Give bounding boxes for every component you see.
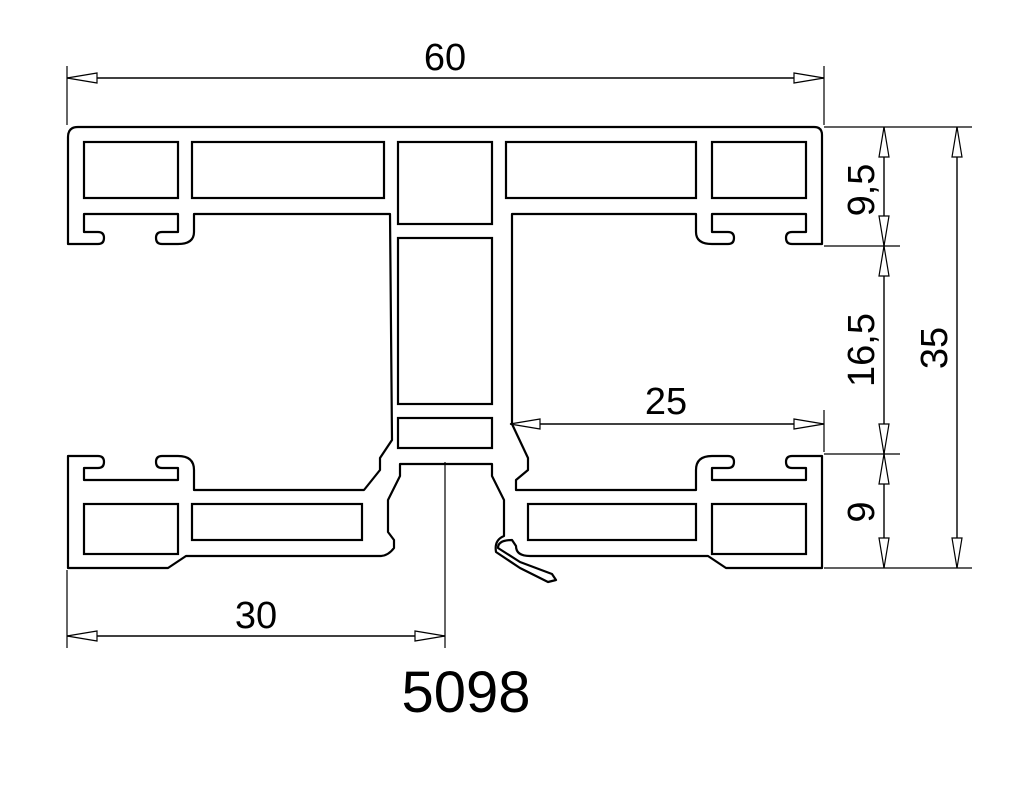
dimension-half-width: 30 [66,462,446,648]
top-chamber-3 [396,140,494,226]
bottom-chamber-2 [190,502,364,542]
bottom-chamber-3 [526,502,698,542]
top-chamber-2 [190,140,386,200]
dim-label-overall-height: 35 [914,327,956,369]
dim-label-inner-span: 25 [645,381,687,423]
arrow-right [793,418,825,430]
top-flange-outline [66,125,824,584]
dim-label-top-flange: 9,5 [841,164,883,217]
dim-label-overall-width: 60 [424,37,466,79]
dimension-overall-width: 60 [66,37,825,125]
arrow-left [66,72,98,84]
top-chamber-1 [82,140,180,200]
dimension-inner-span: 25 [509,381,825,452]
profile-section [66,125,824,584]
web-chamber-2 [396,416,494,450]
top-chamber-5 [710,140,808,200]
web-chamber-1 [396,236,494,406]
product-code-label: 5098 [401,660,530,725]
dim-label-middle-gap: 16,5 [841,313,883,387]
arrow-left [509,418,541,430]
vertical-dimensions: 9,5 16,5 9 35 [824,126,972,569]
dim-label-half-width: 30 [235,595,277,637]
arrow-right [414,630,446,642]
arrow-left [66,630,98,642]
dim-label-bottom-flange: 9 [841,501,883,522]
top-chamber-4 [504,140,698,200]
arrow-right [793,72,825,84]
bottom-chamber-4 [710,502,808,556]
bottom-chamber-1 [82,502,180,556]
